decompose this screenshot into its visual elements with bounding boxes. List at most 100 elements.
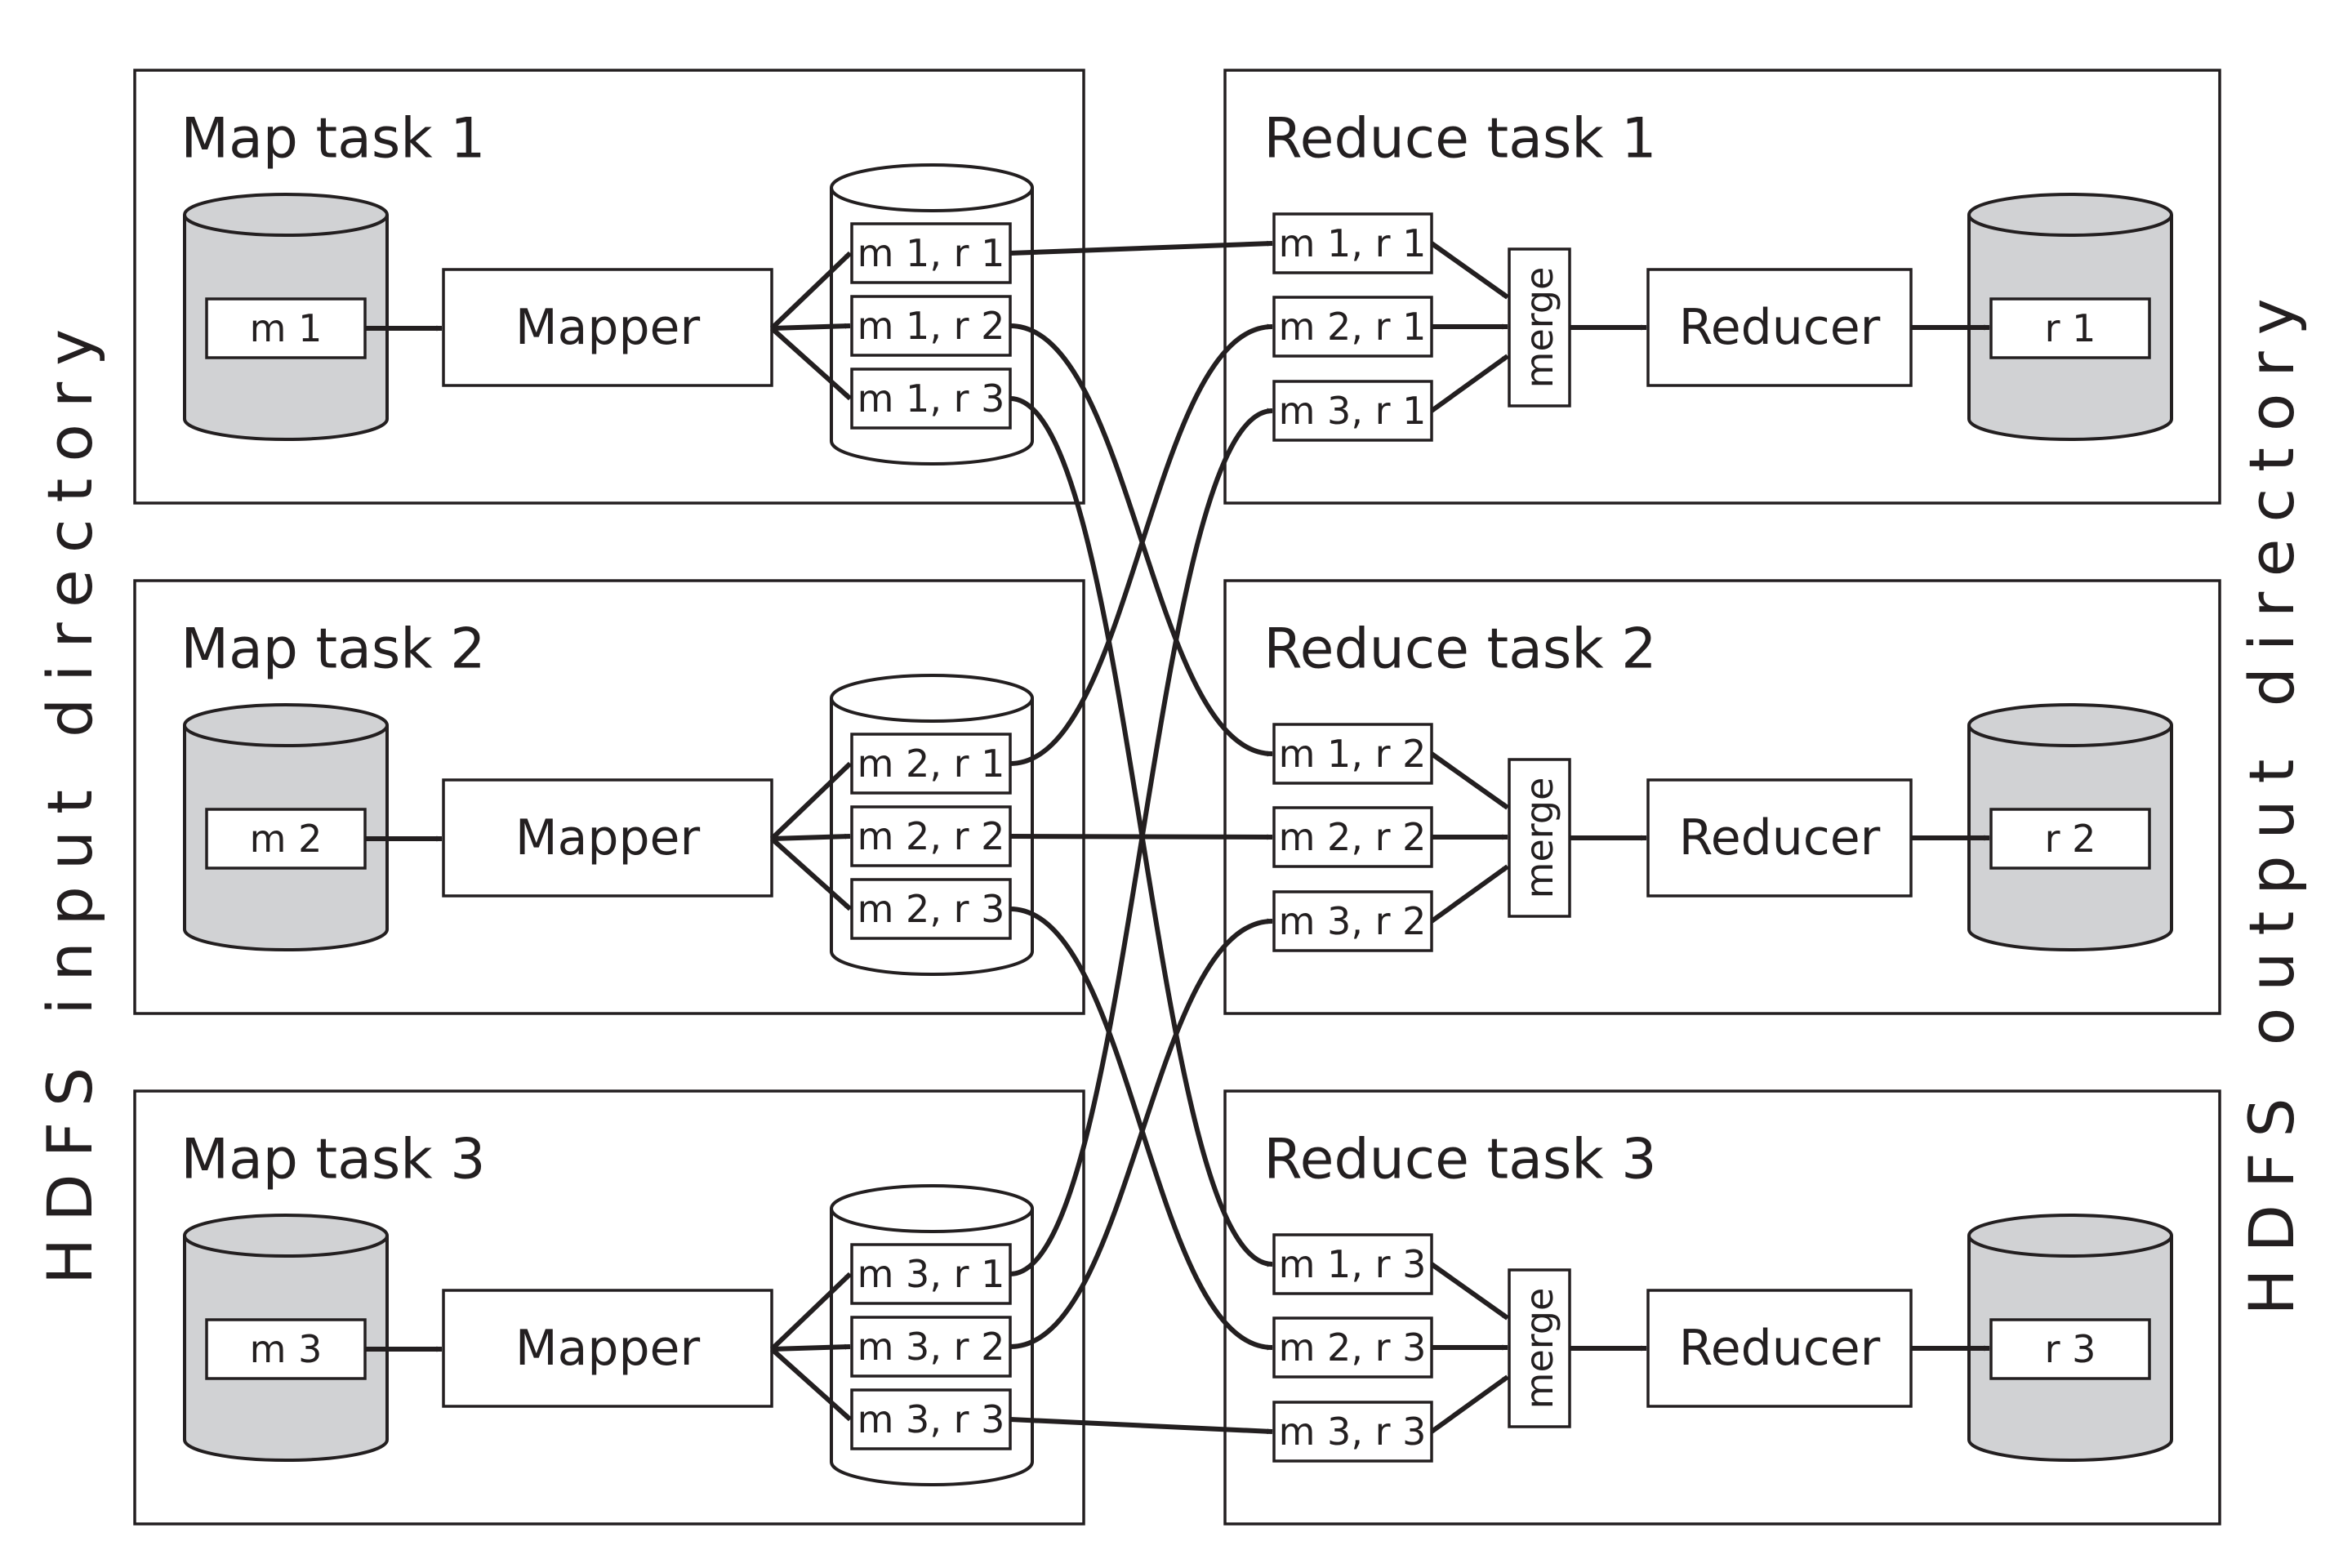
mapper-to-partition-arrow — [769, 1272, 853, 1352]
hdfs-output-directory-label: HDFS output directory — [2235, 282, 2308, 1315]
input-to-merge-arrow — [1430, 1262, 1509, 1321]
reduce-input-label: m 2, r 3 — [1279, 1325, 1427, 1370]
reducer-label: Reducer — [1679, 299, 1881, 356]
reduce-input-label: m 1, r 3 — [1279, 1242, 1427, 1286]
mapper-to-partition-arrow — [769, 761, 853, 841]
output-disk-top — [1967, 1214, 2173, 1258]
partition-box — [850, 1316, 1012, 1378]
mapper-to-partition-arrow — [769, 251, 853, 331]
input-to-merge-arrow — [1430, 1374, 1509, 1434]
map-task-1: Map task 1 m 1 Mapper m 1, r 1 m 1, r 2 m 1, … — [180, 107, 1034, 466]
partition-box — [850, 805, 1012, 867]
map-output-disk-top — [830, 163, 1034, 212]
partition-label: m 1, r 1 — [858, 231, 1005, 275]
input-split-label: m 3 — [250, 1327, 323, 1371]
merge-box — [1508, 247, 1571, 408]
output-file-label: r 2 — [2045, 817, 2096, 861]
mapper-box — [442, 778, 773, 898]
partition-box — [850, 368, 1012, 430]
partition-box — [850, 1243, 1012, 1305]
partition-label: m 2, r 2 — [858, 814, 1005, 858]
hdfs-input-directory-label: HDFS input directory — [33, 313, 106, 1285]
input-to-merge-arrow — [1430, 751, 1509, 810]
reduce-input-label: m 2, r 1 — [1279, 305, 1427, 349]
task-contents: Map task 1 m 1 Mapper m 1, r 1 m 1, r 2 m 1, … — [180, 107, 2173, 1486]
mapper-label: Mapper — [515, 299, 701, 356]
reduce-input-label: m 3, r 3 — [1279, 1410, 1427, 1454]
merge-label: merge — [1517, 777, 1561, 899]
map-output-disk-top — [830, 674, 1034, 723]
reduce-input-label: m 2, r 2 — [1279, 815, 1427, 859]
input-disk-top — [183, 1214, 389, 1258]
input-to-merge-arrow — [1430, 241, 1509, 300]
reduce-input-label: m 1, r 1 — [1279, 221, 1427, 265]
shuffle-arrow — [1009, 408, 1273, 1276]
reduce-task-title: Reduce task 3 — [1263, 1128, 1656, 1192]
output-file-label: r 1 — [2045, 306, 2096, 350]
merge-label: merge — [1517, 1288, 1561, 1410]
reduce-task-3: Reduce task 3 m 1, r 3 m 2, r 3 m 3, r 3 mer… — [1263, 1128, 2173, 1463]
mapper-to-partition-arrow — [769, 836, 853, 911]
output-file-box — [1989, 297, 2151, 359]
input-split-box — [205, 1318, 367, 1380]
mapper-to-partition-arrow — [771, 1343, 851, 1352]
shuffle-arrow — [1009, 240, 1273, 256]
partition-box — [850, 222, 1012, 284]
map-output-disk-top — [830, 1184, 1034, 1233]
reducer-label: Reducer — [1679, 1320, 1881, 1377]
reduce-task-1: Reduce task 1 m 1, r 1 m 2, r 1 m 3, r 1 mer… — [1263, 107, 2173, 442]
map-task-title: Map task 2 — [180, 617, 485, 682]
output-disk-top — [1967, 703, 2173, 747]
reduce-input-box — [1272, 890, 1433, 952]
reducer-box — [1646, 778, 1913, 898]
reducer-label: Reducer — [1679, 809, 1881, 866]
partition-box — [850, 295, 1012, 357]
mapper-to-partition-arrow — [771, 833, 851, 841]
shuffle-arrow — [1009, 323, 1273, 766]
output-disk-top — [1967, 193, 2173, 237]
merge-label: merge — [1517, 267, 1561, 389]
input-split-label: m 2 — [250, 817, 323, 861]
input-split-label: m 1 — [250, 306, 323, 350]
reduce-task-title: Reduce task 2 — [1263, 617, 1656, 682]
input-to-merge-arrow — [1430, 864, 1509, 924]
reducer-box — [1646, 1289, 1913, 1408]
partition-label: m 3, r 2 — [858, 1325, 1005, 1369]
reduce-input-box — [1272, 1233, 1433, 1295]
reduce-input-box — [1272, 380, 1433, 442]
partition-label: m 1, r 2 — [858, 304, 1005, 348]
input-split-box — [205, 297, 367, 359]
reduce-input-label: m 3, r 1 — [1279, 389, 1427, 433]
mapper-to-partition-arrow — [771, 323, 851, 331]
partition-label: m 3, r 1 — [858, 1252, 1005, 1296]
reduce-input-box — [1272, 806, 1433, 868]
reduce-input-box — [1272, 1316, 1433, 1379]
mapper-label: Mapper — [515, 809, 701, 866]
input-split-box — [205, 808, 367, 870]
map-task-title: Map task 1 — [180, 107, 485, 172]
reduce-input-box — [1272, 296, 1433, 358]
reduce-task-2: Reduce task 2m 1, r 2m 2, r 2m 3, r 2mer… — [1263, 617, 2173, 952]
mapper-box — [442, 268, 773, 387]
partition-box — [850, 1388, 1012, 1450]
partition-box — [850, 878, 1012, 940]
output-file-box — [1989, 808, 2151, 870]
reduce-input-box — [1272, 723, 1433, 785]
mapper-label: Mapper — [515, 1320, 701, 1377]
shuffle-arrow — [1009, 918, 1273, 1349]
merge-box — [1508, 758, 1571, 918]
reduce-input-label: m 3, r 2 — [1279, 899, 1427, 943]
input-to-merge-arrow — [1430, 354, 1509, 413]
mapper-box — [442, 1289, 773, 1408]
input-disk-top — [183, 193, 389, 237]
partition-label: m 1, r 3 — [858, 376, 1005, 421]
data-flow-arrows — [365, 240, 1990, 1435]
mapper-to-partition-arrow — [769, 326, 853, 401]
shuffle-arrow — [1009, 1417, 1273, 1435]
partition-label: m 2, r 1 — [858, 742, 1005, 786]
reduce-task-title: Reduce task 1 — [1263, 107, 1656, 172]
input-disk-top — [183, 703, 389, 747]
